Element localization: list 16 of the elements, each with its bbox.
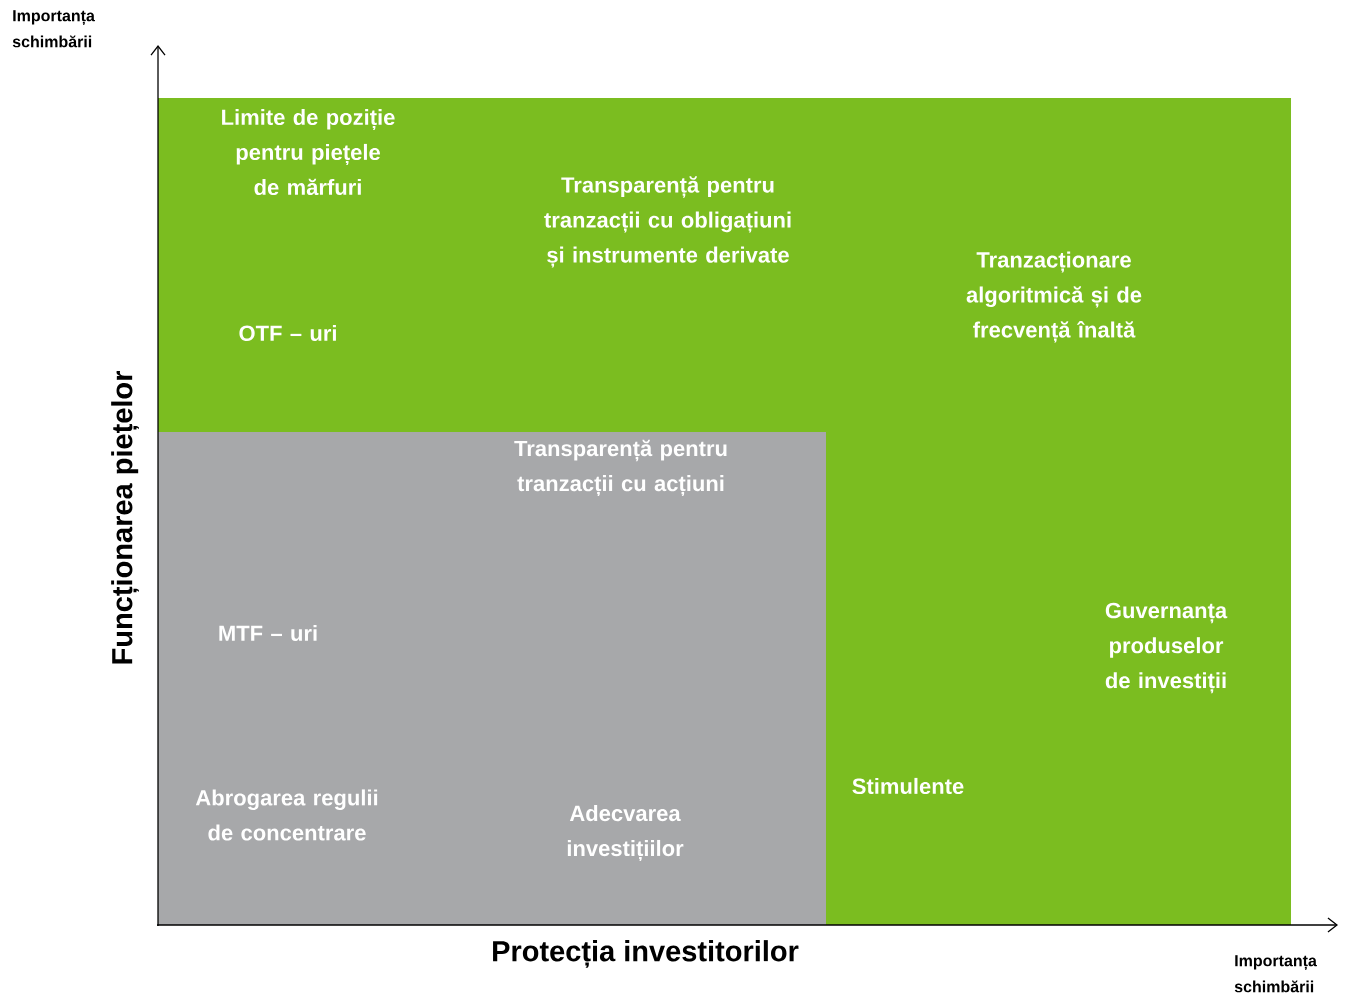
axis-note: Importanța schimbării	[1234, 955, 1317, 993]
region-text: Abrogarea regulii de concentrare	[195, 789, 378, 841]
region-text: Transparență pentru tranzacții cu acțiuni	[514, 439, 727, 497]
region-text: Limite de poziție pentru piețele de mărfuri	[222, 108, 395, 196]
axis-title: Protecția investitorilor	[493, 940, 799, 968]
region-text: Transparență pentru tranzacții cu obligațiuni și instrumente derivate	[544, 176, 791, 268]
region-text: Stimulente	[852, 777, 964, 795]
quadrant-region	[158, 98, 1291, 925]
region-text: Guvernanța produselor de investiții	[1105, 602, 1228, 694]
axis-title: Funcționarea piețelor	[111, 371, 139, 664]
axis-note: Importanța schimbării	[12, 10, 95, 48]
region-text: MTF – uri	[219, 624, 317, 642]
region-text: OTF – uri	[239, 324, 336, 342]
region-text: Tranzacționare algoritmică și de frecvență înaltă	[966, 251, 1142, 343]
region-text: Adecvarea investițiilor	[567, 804, 684, 861]
quadrant-region	[158, 432, 826, 925]
